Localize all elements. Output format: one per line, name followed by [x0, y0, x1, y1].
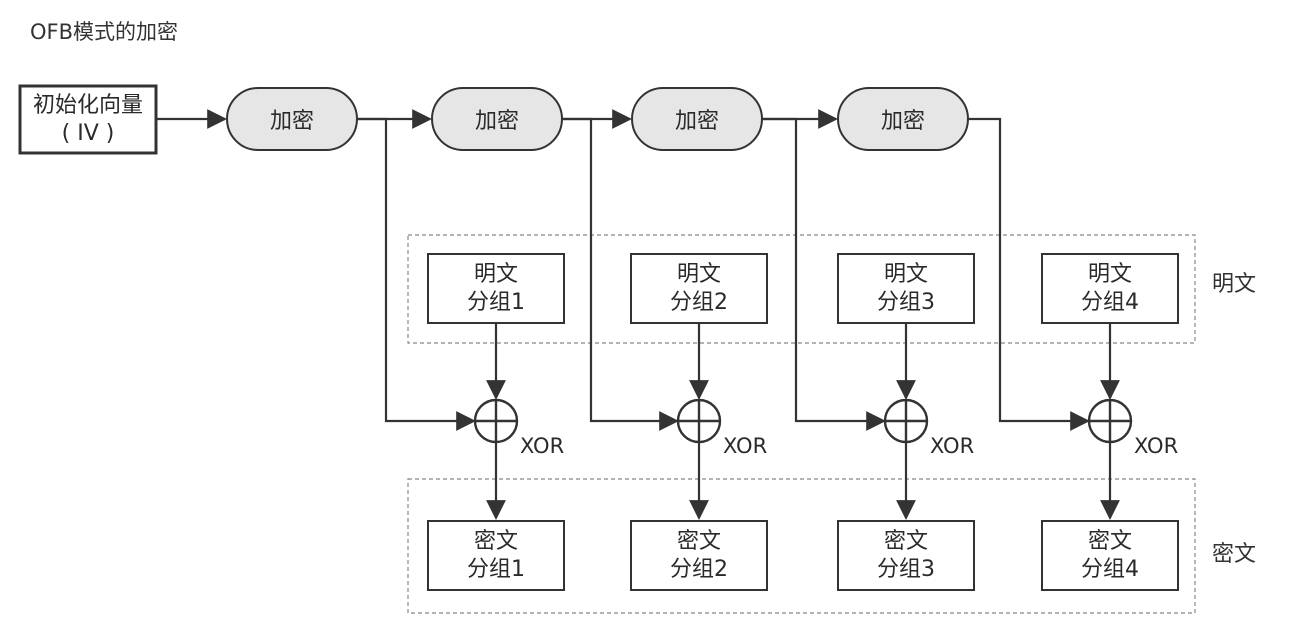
ciphertext-block-1-line1: 密文 [473, 529, 518, 554]
plaintext-block-4 [1041, 253, 1179, 324]
plaintext-block-2 [630, 253, 768, 324]
plaintext-group-label: 明文 [1212, 272, 1257, 297]
plaintext-block-1 [427, 253, 565, 324]
ciphertext-block-3-line1: 密文 [883, 529, 928, 554]
iv-box [18, 84, 158, 155]
ciphertext-block-3-line2: 分组3 [877, 556, 935, 582]
keystream-line-1 [357, 117, 476, 431]
plaintext-block-2-label: 明文 分组2 [631, 254, 767, 323]
xor-symbol-3 [883, 398, 929, 444]
ciphertext-block-2-line1: 密文 [676, 529, 721, 554]
plaintext-block-4-label: 明文 分组4 [1042, 254, 1178, 323]
diagram-title: OFB模式的加密 [30, 20, 179, 44]
iv-label-line2: ( IV ) [61, 120, 115, 146]
ciphertext-block-3 [837, 520, 975, 591]
ciphertext-block-2-label: 密文 分组2 [631, 521, 767, 590]
plaintext-block-3-label: 明文 分组3 [838, 254, 974, 323]
encrypt-label-1: 加密 [269, 109, 314, 134]
plaintext-block-1-line2: 分组1 [467, 289, 525, 315]
ciphertext-block-1 [427, 520, 565, 591]
iv-label: 初始化向量 ( IV ) [20, 86, 156, 153]
plaintext-block-2-line2: 分组2 [670, 289, 728, 315]
xor-symbol-4 [1087, 398, 1133, 444]
ciphertext-block-1-line2: 分组1 [467, 556, 525, 582]
iv-label-line1: 初始化向量 [32, 93, 143, 118]
ciphertext-block-4-line2: 分组4 [1081, 556, 1139, 582]
plaintext-block-3-line1: 明文 [883, 262, 928, 287]
plaintext-block-2-line1: 明文 [676, 262, 721, 287]
xor-symbol-2 [676, 398, 722, 444]
plaintext-group-frame [407, 234, 1196, 344]
ciphertext-block-1-label: 密文 分组1 [428, 521, 564, 590]
plaintext-block-1-label: 明文 分组1 [428, 254, 564, 323]
xor-label-2: XOR [723, 434, 768, 458]
plaintext-block-4-line2: 分组4 [1081, 289, 1139, 315]
ciphertext-block-4 [1041, 520, 1179, 591]
ciphertext-block-2 [630, 520, 768, 591]
xor-label-3: XOR [930, 434, 975, 458]
xor-symbol-1 [473, 398, 519, 444]
ciphertext-block-4-line1: 密文 [1087, 529, 1132, 554]
ciphertext-group-frame [407, 478, 1196, 614]
plaintext-block-3 [837, 253, 975, 324]
ciphertext-block-4-label: 密文 分组4 [1042, 521, 1178, 590]
ciphertext-block-3-label: 密文 分组3 [838, 521, 974, 590]
xor-label-1: XOR [520, 434, 565, 458]
plaintext-block-1-line1: 明文 [473, 262, 518, 287]
encrypt-label-2: 加密 [474, 109, 519, 134]
keystream-line-3 [762, 117, 886, 431]
xor-label-4: XOR [1134, 434, 1179, 458]
keystream-line-4 [968, 117, 1090, 431]
ciphertext-block-2-line2: 分组2 [670, 556, 728, 582]
encrypt-label-4: 加密 [880, 109, 925, 134]
keystream-line-2 [562, 117, 679, 431]
plaintext-block-3-line2: 分组3 [877, 289, 935, 315]
encrypt-label-3: 加密 [674, 109, 719, 134]
plaintext-block-4-line1: 明文 [1087, 262, 1132, 287]
ciphertext-group-label: 密文 [1212, 542, 1257, 567]
